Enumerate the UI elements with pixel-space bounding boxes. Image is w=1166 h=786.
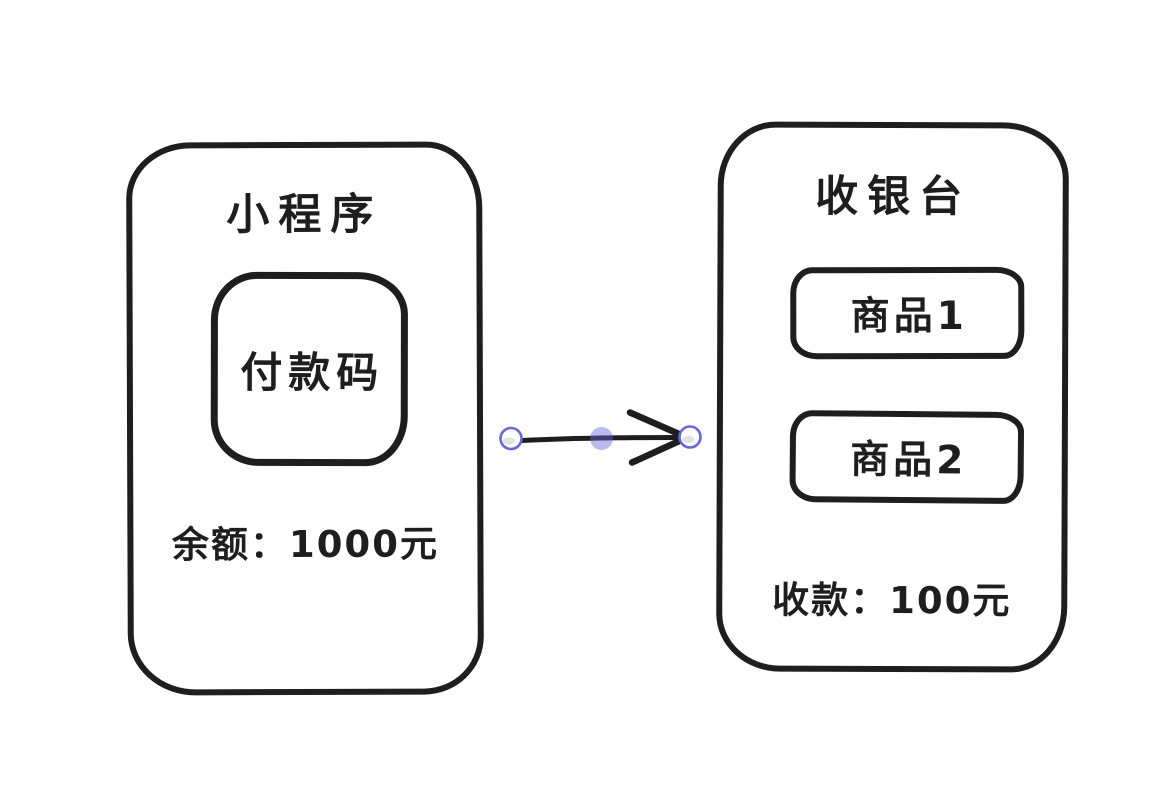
arrow-start-handle[interactable] <box>499 426 523 451</box>
mini-program-box[interactable]: 小程序 付款码 余额：1000元 <box>126 141 484 696</box>
arrow-midpoint-handle[interactable] <box>590 427 613 450</box>
payment-arrow-line[interactable] <box>512 435 684 444</box>
arrow-start-smudge <box>503 437 515 445</box>
arrow-end-handle[interactable] <box>678 425 702 449</box>
mini-program-title: 小程序 <box>226 189 383 241</box>
product-2-label: 商品2 <box>849 437 968 484</box>
product-1-box[interactable]: 商品1 <box>790 266 1025 360</box>
payment-code-box[interactable]: 付款码 <box>210 271 408 467</box>
cashier-title: 收银台 <box>815 171 972 223</box>
product-2-box[interactable]: 商品2 <box>789 410 1025 505</box>
arrow-end-smudge <box>682 436 695 443</box>
receipt-text: 收款：100元 <box>772 578 1012 623</box>
cashier-box[interactable]: 收银台 商品1 商品2 收款：100元 <box>716 121 1069 673</box>
payment-arrow-head[interactable] <box>626 409 691 466</box>
payment-code-label: 付款码 <box>240 347 385 397</box>
balance-text: 余额：1000元 <box>171 522 439 567</box>
product-1-label: 商品1 <box>850 293 968 340</box>
